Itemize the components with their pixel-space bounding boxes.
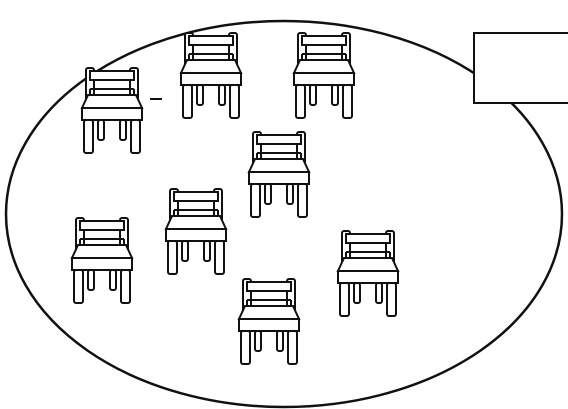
answer-box[interactable] (474, 33, 568, 103)
